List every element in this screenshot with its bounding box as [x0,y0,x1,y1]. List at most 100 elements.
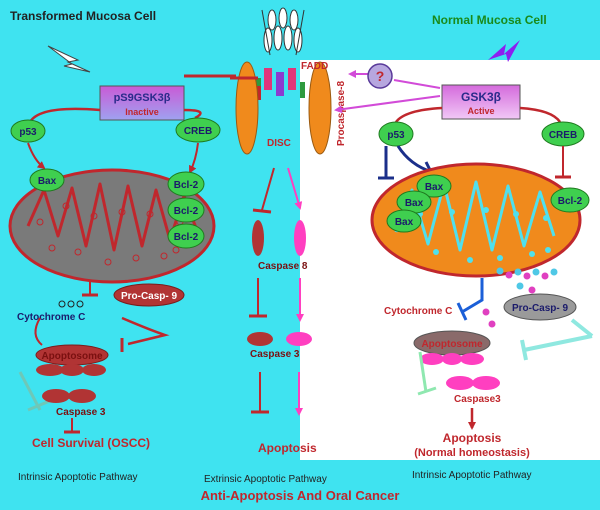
inhibit-line-teal-left [18,371,42,411]
apoptosome-left-sub [60,364,84,376]
cell-survival-label: Cell Survival (OSCC) [32,436,150,450]
caspase3-mid-left [247,332,273,346]
active-gsk3b-state: Active [467,106,494,116]
apoptosome-right-sub [460,353,484,365]
apoptosis-right-sublabel: (Normal homeostasis) [414,447,530,459]
right-pathway-label: Intrinsic Apoptotic Pathway [412,470,532,481]
bcl2-left-label-3: Bcl-2 [174,232,199,243]
membrane-right [308,61,332,155]
p53-left-label: p53 [19,127,37,138]
question-mark: ? [376,68,385,84]
fadd-label: FADD [301,61,328,72]
bottom-title: Anti-Apoptosis And Oral Cancer [201,488,400,503]
creb-left-label: CREB [184,126,212,137]
bax-right-node-3 [386,209,422,233]
p53-left-node [10,119,46,143]
caspase3-left-node [68,389,96,403]
line-gsk-p53-right [395,106,443,123]
line-gsk-p53-left [28,107,101,123]
inactive-gsk3b-name: pS9GSK3β [114,92,171,104]
apoptosome-right-sub [420,353,444,365]
inhibit-blue-right [461,278,484,314]
line-gsk-creb-right [519,106,562,123]
left-pathway-label: Intrinsic Apoptotic Pathway [18,472,138,483]
line-teal-right-2 [523,334,593,352]
bax-right-label-3: Bax [395,217,414,228]
line-gsk-creb-left [183,108,202,120]
creb-left-node [175,117,221,143]
caspase8-left [252,220,264,256]
caspase8-label: Caspase 8 [258,261,308,272]
apoptosis-mid-label: Apoptosis [258,441,317,455]
arrow-p53-bax-left [27,142,46,170]
procasp9-left-node [113,283,185,307]
caspase3-right-node [446,376,474,390]
procasp9-right-node [503,293,577,321]
inhibit-disc-caspase8-bar [252,208,272,214]
apoptosome-left-label: Apoptosome [41,351,103,362]
disc-label: DISC [267,138,291,149]
question-icon [367,63,393,89]
caspase3-mid-label: Caspase 3 [250,349,300,360]
caspase8-right [294,220,306,256]
apoptosome-right-label: Apoptosome [421,339,483,350]
procaspase8-label: Procaspase-8 [336,81,347,146]
apoptosis-right-label: Apoptosis [443,431,502,445]
bax-right-label-1: Bax [425,182,444,193]
line-teal-right [570,318,594,338]
apoptosome-right-sub [442,353,462,365]
creb-right-label: CREB [549,130,577,141]
cytochrome-dot [67,300,75,308]
p53-right-node [378,121,414,147]
arrow-gsk-procaspase8 [334,95,441,114]
arrow-disc-caspase8 [287,167,303,210]
lightning-bolt-right-icon [488,40,520,62]
left-title: Transformed Mucosa Cell [10,9,156,23]
bax-right-node-1 [416,174,452,198]
apoptosome-left-sub [36,364,64,376]
lightning-bolt-left-icon [47,45,91,73]
inactive-gsk3b-state: Inactive [125,107,159,117]
line-teal-right-bar [520,339,528,361]
cytochrome-release-dots [482,267,558,328]
cytochrome-dot [58,300,66,308]
caspase3-mid-right [286,332,312,346]
bax-right-label-2: Bax [405,198,424,209]
bcl2-left-node-1 [167,171,205,197]
procasp9-right-label: Pro-Casp- 9 [512,303,569,314]
bcl2-left-label-1: Bcl-2 [174,180,199,191]
right-title: Normal Mucosa Cell [432,13,547,27]
inhibit-disc-caspase8 [261,167,275,211]
active-gsk3b-name: GSK3β [461,90,501,104]
line-gsk-question [393,79,441,89]
line-cyt-apoptosome-left [34,317,43,346]
active-gsk3b-box [441,84,521,120]
bax-left-node [29,168,65,192]
cytochrome-dot [76,300,84,308]
bax-left-label: Bax [38,176,57,187]
caspase3-right-label: Caspase3 [454,394,501,405]
bcl2-right-label: Bcl-2 [558,196,583,207]
line-to-apoptosome-left [121,316,170,346]
bcl2-right-node [550,187,590,213]
arrow-creb-bcl2-left [189,142,199,174]
caspase3-left-node [42,389,70,403]
caspase3-left-label: Caspase 3 [56,407,106,418]
line-mint-right-bar [417,386,437,396]
p53-right-label: p53 [387,130,405,141]
caspase3-right-node [472,376,500,390]
line-mint-right [418,351,428,393]
cytochrome-left-label: Cytochrome C [17,312,85,323]
death-receptor-icon [256,7,305,100]
procasp9-left-label: Pro-Casp- 9 [121,291,178,302]
inactive-gsk3b-box [99,85,185,121]
cytochrome-right-label: Cytochrome C [384,306,452,317]
bcl2-left-label-2: Bcl-2 [174,206,199,217]
apoptosome-left-sub [82,364,106,376]
inhibit-blue-right-bar [456,302,468,321]
membrane-left [235,61,259,155]
bcl2-left-node-2 [167,197,205,223]
bcl2-left-node-3 [167,223,205,249]
